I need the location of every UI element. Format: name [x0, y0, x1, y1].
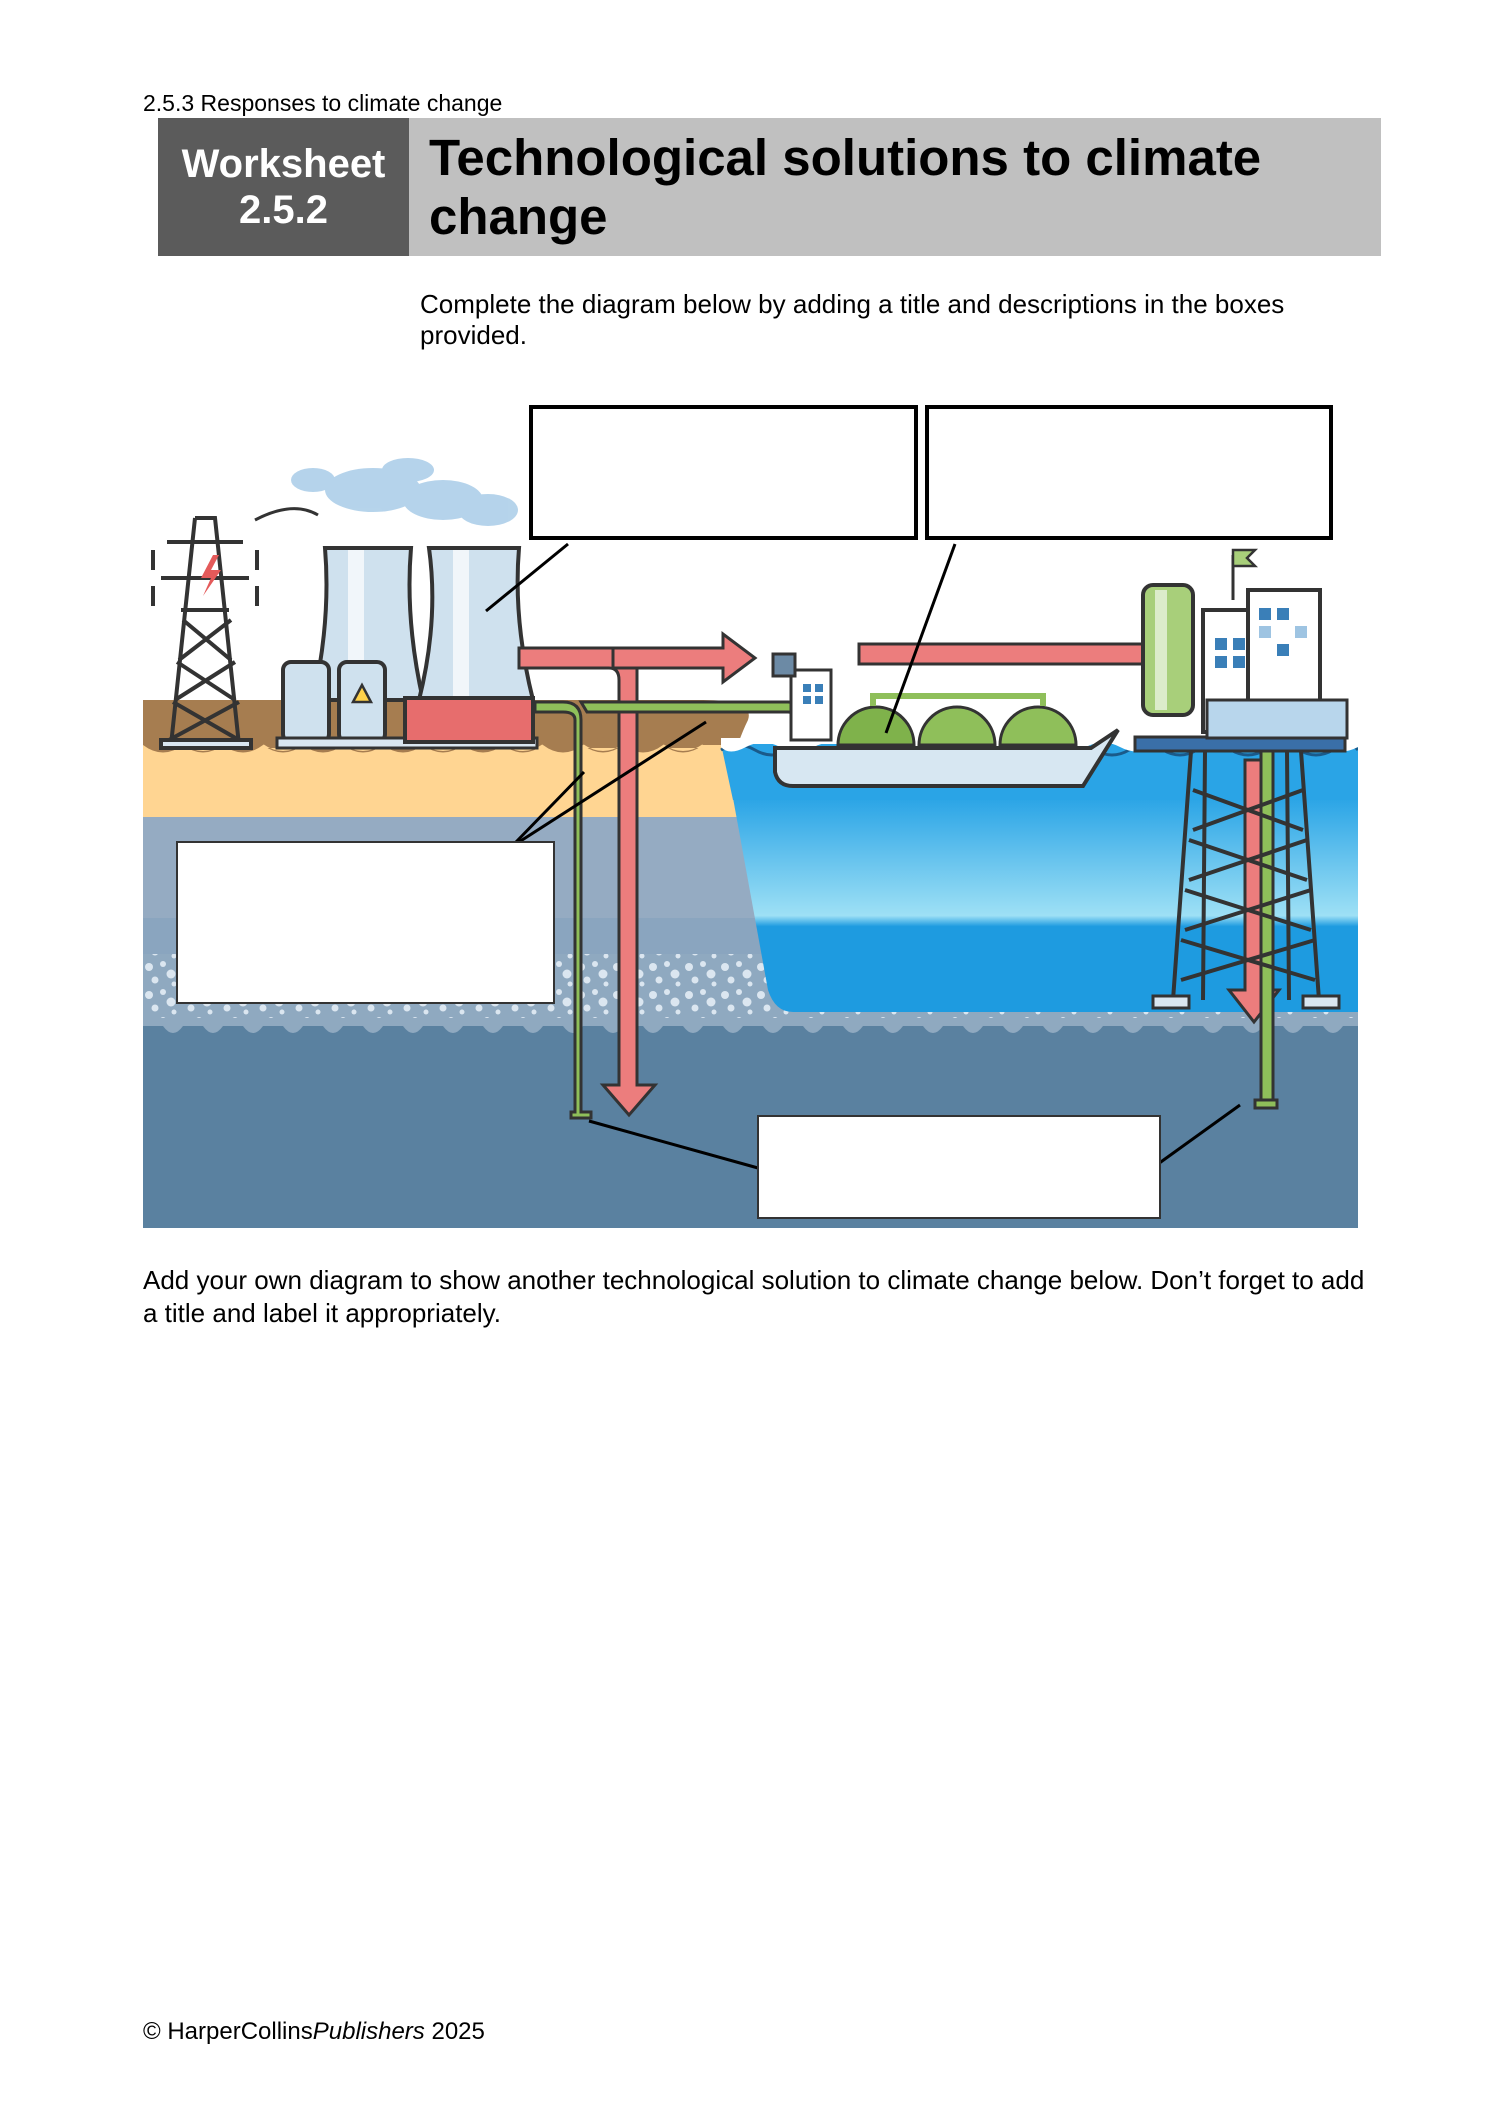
ccs-diagram: [143, 405, 1358, 1228]
publisher-italic: Publishers: [312, 2018, 425, 2045]
worksheet-number: 2.5.2: [239, 188, 328, 232]
storage-box[interactable]: [757, 1115, 1161, 1219]
pointer-lines: [485, 542, 1241, 1170]
steam-clouds: [291, 458, 518, 526]
pylon-icon: [151, 516, 259, 750]
ship-icon: [771, 652, 1120, 788]
worksheet-word: Worksheet: [181, 142, 386, 186]
title-banner: Technological solutions to climate chang…: [409, 118, 1381, 256]
copyright-prefix: © HarperCollins: [143, 2018, 313, 2045]
pipeline-box[interactable]: [176, 841, 555, 1004]
section-reference: 2.5.3 Responses to climate change: [143, 90, 503, 116]
flag-icon: [1231, 548, 1259, 600]
footer-copyright: © HarperCollinsPublishers 2025: [143, 2018, 485, 2046]
copyright-year: 2025: [431, 2018, 485, 2045]
power-station-box[interactable]: [925, 405, 1333, 540]
power-station-base: [403, 696, 535, 744]
warning-icon: [350, 682, 374, 704]
own-diagram-instruction: Add your own diagram to show another tec…: [143, 1265, 1365, 1328]
offshore-rig-icon: [1133, 583, 1349, 1010]
cooling-tower-icon: [254, 507, 536, 702]
title-box[interactable]: [529, 405, 918, 540]
lightning-icon: [201, 555, 221, 596]
worksheet-badge: Worksheet 2.5.2: [158, 118, 409, 256]
diagram-instruction: Complete the diagram below by adding a t…: [420, 289, 1285, 350]
page-title: Technological solutions to climate chang…: [429, 129, 1262, 245]
